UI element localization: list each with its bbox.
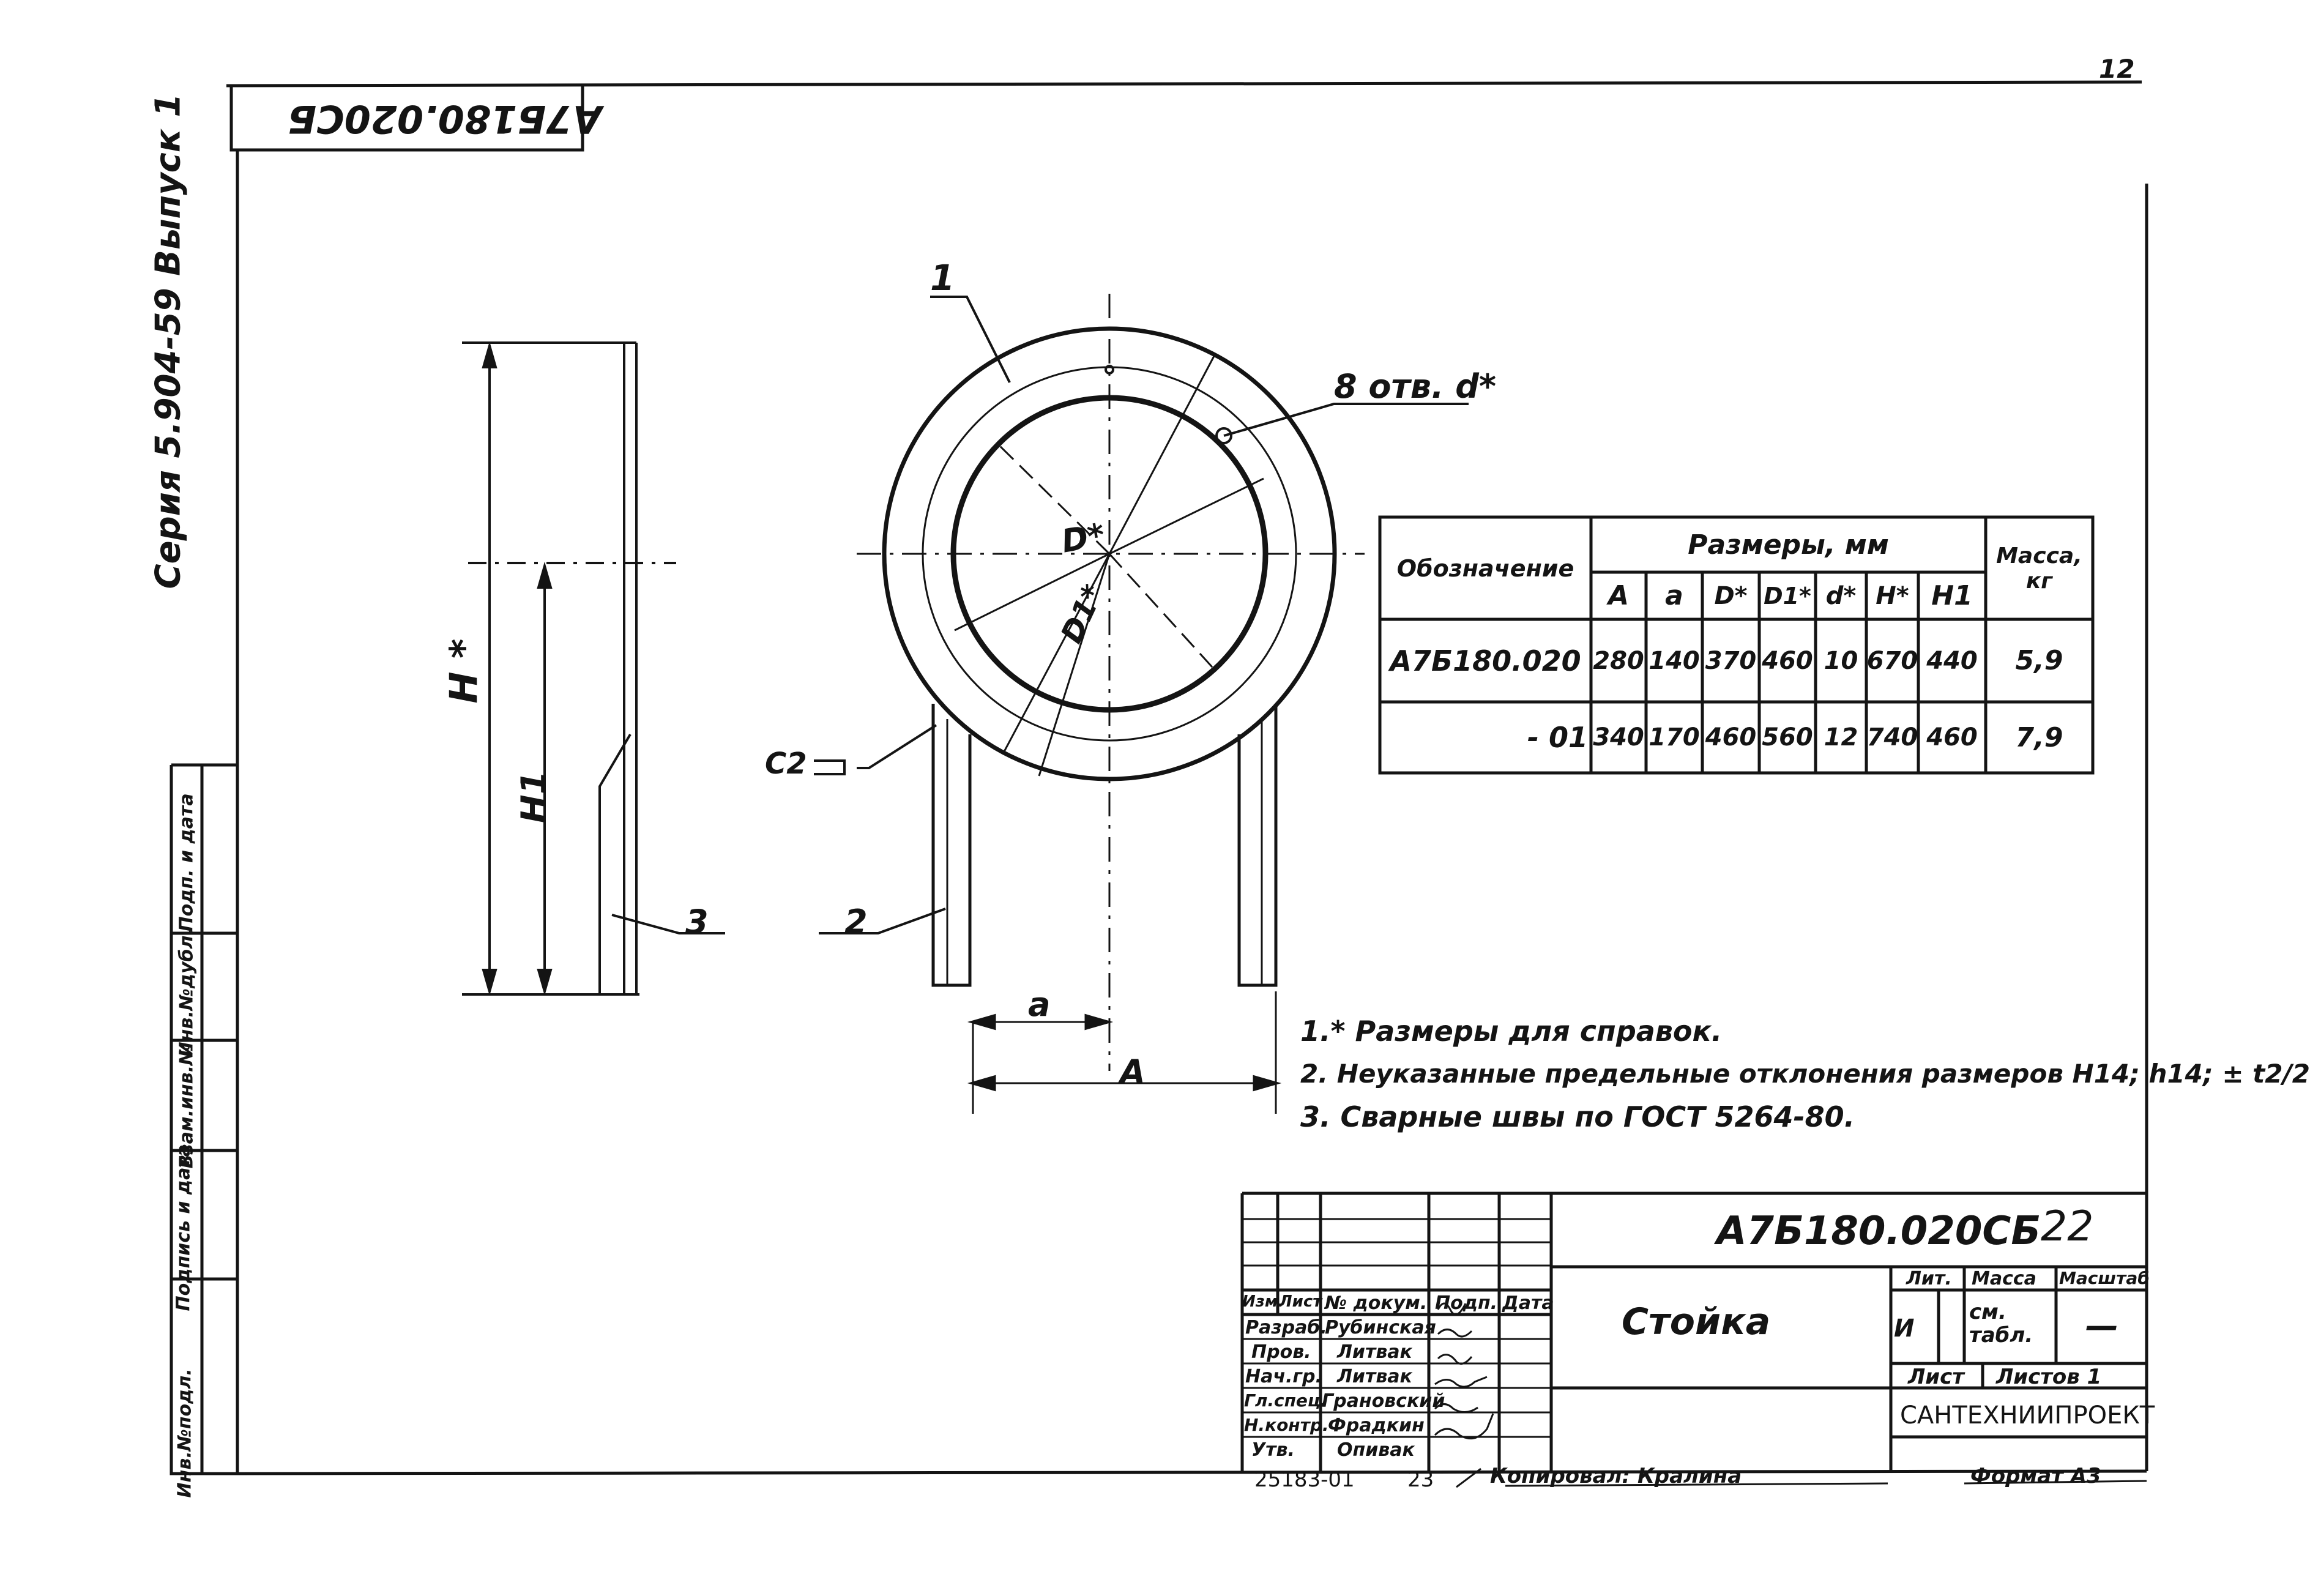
table-header-designation: Обозначение [1396, 554, 1574, 582]
title-scale-header: Масштаб [2059, 1268, 2150, 1288]
footer-sheet-no: 23 [1407, 1467, 1434, 1492]
table-row-1-D1: 460 [1762, 646, 1813, 675]
footer-copied-by: Копировал: Кралина [1490, 1464, 1742, 1488]
weld-label: С2 [765, 747, 807, 781]
title-mass-value: см. табл. [1969, 1300, 2033, 1348]
table-row-1-mass: 5,9 [2015, 645, 2063, 676]
tb-role-utv: Утв. [1251, 1439, 1295, 1461]
table-row-1-A: 280 [1593, 646, 1644, 675]
holes-label: 8 отв. d* [1334, 367, 1497, 406]
table-row-1-d: 10 [1824, 646, 1858, 675]
tb-col-izm: Изм. [1242, 1292, 1284, 1311]
tb-name-prov: Литвак [1337, 1341, 1412, 1363]
tb-role-nkontr: Н.контр. [1244, 1415, 1329, 1435]
footer-archive-no: 25183-01 [1254, 1467, 1355, 1492]
margin-stamp-inv-podl: Инв.№подл. [174, 1368, 196, 1498]
table-col-H: H* [1876, 581, 1909, 610]
table-row-1-designation: А7Б180.020 [1390, 644, 1581, 677]
page-corner-number: 12 [2099, 54, 2135, 84]
series-label: Серия 5.904-59 Выпуск 1 [148, 93, 188, 589]
table-row-2-D: 460 [1705, 723, 1757, 751]
tb-col-list: Лист [1279, 1292, 1322, 1311]
table-row-1-H1: 440 [1926, 646, 1978, 675]
title-scale-value: — [2085, 1307, 2118, 1345]
tb-col-date: Дата [1502, 1292, 1554, 1314]
table-row-2-mass: 7,9 [2015, 722, 2063, 753]
title-lit-header: Лит. [1906, 1268, 1952, 1289]
tb-role-glspec: Гл.спец. [1244, 1390, 1327, 1411]
table-col-d: d* [1825, 581, 1857, 610]
mirrored-doc-code: А7Б180.020СБ [288, 97, 602, 141]
tb-role-prov: Пров. [1251, 1341, 1311, 1363]
table-col-a: a [1665, 580, 1683, 611]
dim-label-D-star: D* [1059, 516, 1108, 561]
table-header-mass: Масса, кг [1996, 543, 2082, 594]
leader-label-2: 2 [844, 903, 868, 941]
drawing-frame [170, 80, 2148, 1488]
table-row-2-H: 740 [1866, 723, 1918, 751]
note-3: 3. Сварные швы по ГОСТ 5264-80. [1300, 1100, 1855, 1133]
tb-name-glspec: Грановский [1322, 1390, 1445, 1412]
note-1: 1.* Размеры для справок. [1300, 1015, 1723, 1048]
title-sheet-no: 22 [2041, 1203, 2094, 1251]
margin-stamp-inv-dubl: Инв.№дубл. [176, 928, 198, 1057]
leader-label-3: 3 [685, 903, 709, 941]
tb-role-razrab: Разраб. [1245, 1317, 1327, 1338]
table-col-D1: D1* [1764, 582, 1811, 610]
table-row-1-D: 370 [1705, 646, 1757, 675]
table-row-2-H1: 460 [1926, 723, 1978, 751]
table-row-1-a: 140 [1649, 646, 1700, 675]
title-part-name: Стойка [1622, 1300, 1771, 1343]
table-col-A: A [1608, 580, 1630, 611]
title-doc-code: А7Б180.020СБ [1716, 1209, 2041, 1254]
table-row-2-d: 12 [1824, 723, 1858, 751]
dim-label-H1: H1 [514, 770, 554, 824]
tb-role-nachgr: Нач.гр. [1245, 1366, 1322, 1387]
table-row-2-A: 340 [1593, 723, 1644, 751]
footer-format: Формат А3 [1970, 1464, 2101, 1488]
table-row-1-H: 670 [1866, 646, 1918, 675]
table-col-D: D* [1714, 581, 1748, 610]
title-organization: САНТЕХНИИПРОЕКТ [1900, 1401, 2155, 1430]
dim-label-A: A [1120, 1053, 1146, 1091]
title-lit-value: И [1894, 1314, 1915, 1343]
notes: 1.* Размеры для справок. 2. Неуказанные … [1300, 1010, 2310, 1138]
note-2: 2. Неуказанные предельные отклонения раз… [1300, 1059, 2310, 1089]
margin-stamp-podp-date: Подп. и дата [176, 793, 198, 932]
tb-name-utv: Опивак [1337, 1439, 1415, 1461]
dim-label-H-star: H * [441, 638, 486, 704]
dim-label-a: a [1028, 985, 1051, 1024]
title-sheets-label: Листов 1 [1996, 1365, 2102, 1389]
table-row-2-D1: 560 [1762, 723, 1813, 751]
tb-col-podp: Подп. [1435, 1292, 1498, 1314]
title-sheet-label: Лист [1908, 1365, 1964, 1389]
tb-name-razrab: Рубинская [1325, 1317, 1436, 1338]
table-row-2-designation: - 01 [1527, 721, 1588, 754]
tb-name-nachgr: Литвак [1337, 1366, 1412, 1387]
tb-name-nkontr: Фрадкин [1328, 1415, 1425, 1436]
table-col-H1: H1 [1931, 580, 1973, 611]
leader-label-1: 1 [930, 257, 955, 299]
tb-col-docum: № докум. [1325, 1292, 1428, 1314]
table-row-2-a: 170 [1649, 723, 1700, 751]
title-mass-header: Масса [1972, 1268, 2036, 1289]
table-header-dimensions: Размеры, мм [1688, 529, 1889, 561]
